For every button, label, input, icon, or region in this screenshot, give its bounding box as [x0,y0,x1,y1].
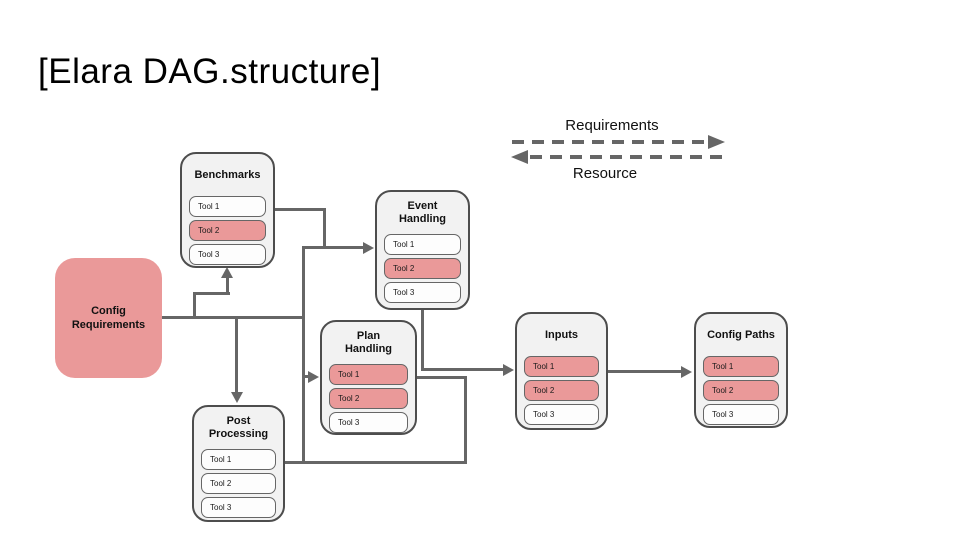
node-title: Post Processing [208,415,269,440]
tool-pill-label: Tool 1 [338,370,360,379]
legend-requirements-label: Requirements [565,117,659,134]
tool-pill-label: Tool 1 [393,240,415,249]
tool-pill[interactable]: Tool 1 [524,356,599,377]
edge-postprocessing-bottom-h [285,461,467,464]
edge-arrowhead-into-benchmarks [221,267,233,278]
edge-arrowhead-into-event-handling [363,242,374,254]
tool-pill[interactable]: Tool 3 [329,412,408,433]
edge-to-inputs-h [421,368,503,371]
tool-pill-label: Tool 1 [712,362,734,371]
tool-pill-label: Tool 2 [533,386,555,395]
tool-pill[interactable]: Tool 3 [384,282,461,303]
edge-postprocessing-right-v [464,376,467,464]
tool-pill-label: Tool 1 [210,455,232,464]
tool-pill-label: Tool 1 [198,202,220,211]
edge-benchmarks-out-v [323,208,326,249]
tool-pill[interactable]: Tool 1 [329,364,408,385]
legend-resource-label: Resource [572,165,638,182]
edge-config-to-benchmarks-v2 [226,277,229,295]
tool-pill[interactable]: Tool 1 [189,196,266,217]
edge-arrowhead-into-config-paths [681,366,692,378]
node-config-paths[interactable]: Config Paths Tool 1 Tool 2 Tool 3 [694,312,788,428]
tool-pill-label: Tool 2 [712,386,734,395]
tool-pill-label: Tool 3 [533,410,555,419]
edge-benchmarks-out-h [274,208,326,211]
tool-pill[interactable]: Tool 1 [703,356,779,377]
edge-config-to-benchmarks-h [193,292,230,295]
node-title: Plan Handling [344,330,393,355]
edge-junction-vertical [302,246,305,464]
edge-eventhandling-down-v [421,308,424,370]
tool-pill[interactable]: Tool 2 [384,258,461,279]
node-title: Inputs [545,328,578,341]
node-config-requirements[interactable]: Config Requirements [55,258,162,378]
tool-pill-label: Tool 3 [712,410,734,419]
page-title: [Elara DAG.structure] [38,52,382,91]
node-benchmarks[interactable]: Benchmarks Tool 1 Tool 2 Tool 3 [180,152,275,268]
tool-pill[interactable]: Tool 2 [524,380,599,401]
legend-resource-dashed-line [530,155,728,159]
edge-arrowhead-into-plan-handling [308,371,319,383]
tool-pill-label: Tool 3 [393,288,415,297]
tool-pill-label: Tool 3 [210,503,232,512]
tool-pill-label: Tool 2 [198,226,220,235]
legend-arrow-left-icon [511,150,528,164]
node-title: Config Paths [707,328,775,341]
tool-pill-label: Tool 2 [338,394,360,403]
edge-arrowhead-into-inputs [503,364,514,376]
node-plan-handling[interactable]: Plan Handling Tool 1 Tool 2 Tool 3 [320,320,417,435]
edge-config-to-benchmarks-v1 [193,292,196,319]
tool-pill[interactable]: Tool 3 [703,404,779,425]
edge-to-plan-handling-h [302,375,310,378]
node-post-processing[interactable]: Post Processing Tool 1 Tool 2 Tool 3 [192,405,285,522]
tool-pill-label: Tool 1 [533,362,555,371]
edge-config-main-horizontal [150,316,304,319]
node-title: Event Handling [398,200,447,225]
tool-pill-label: Tool 2 [210,479,232,488]
legend-requirements-dashed-line [512,140,708,144]
tool-pill[interactable]: Tool 3 [189,244,266,265]
edge-to-event-handling-h [302,246,363,249]
tool-pill-label: Tool 2 [393,264,415,273]
tool-pill[interactable]: Tool 2 [189,220,266,241]
edge-planhandling-right-h [417,376,465,379]
tool-pill[interactable]: Tool 2 [201,473,276,494]
edge-config-to-postprocessing-v [235,318,238,394]
tool-pill-label: Tool 3 [198,250,220,259]
node-inputs[interactable]: Inputs Tool 1 Tool 2 Tool 3 [515,312,608,430]
tool-pill[interactable]: Tool 2 [329,388,408,409]
node-config-requirements-label: Config Requirements [71,305,146,331]
edge-inputs-to-configpaths-h [607,370,681,373]
tool-pill[interactable]: Tool 3 [201,497,276,518]
tool-pill[interactable]: Tool 3 [524,404,599,425]
tool-pill[interactable]: Tool 1 [384,234,461,255]
tool-pill[interactable]: Tool 2 [703,380,779,401]
tool-pill[interactable]: Tool 1 [201,449,276,470]
node-title: Benchmarks [194,168,261,181]
tool-pill-label: Tool 3 [338,418,360,427]
legend-arrow-right-icon [708,135,725,149]
node-event-handling[interactable]: Event Handling Tool 1 Tool 2 Tool 3 [375,190,470,310]
edge-arrowhead-into-post-processing [231,392,243,403]
